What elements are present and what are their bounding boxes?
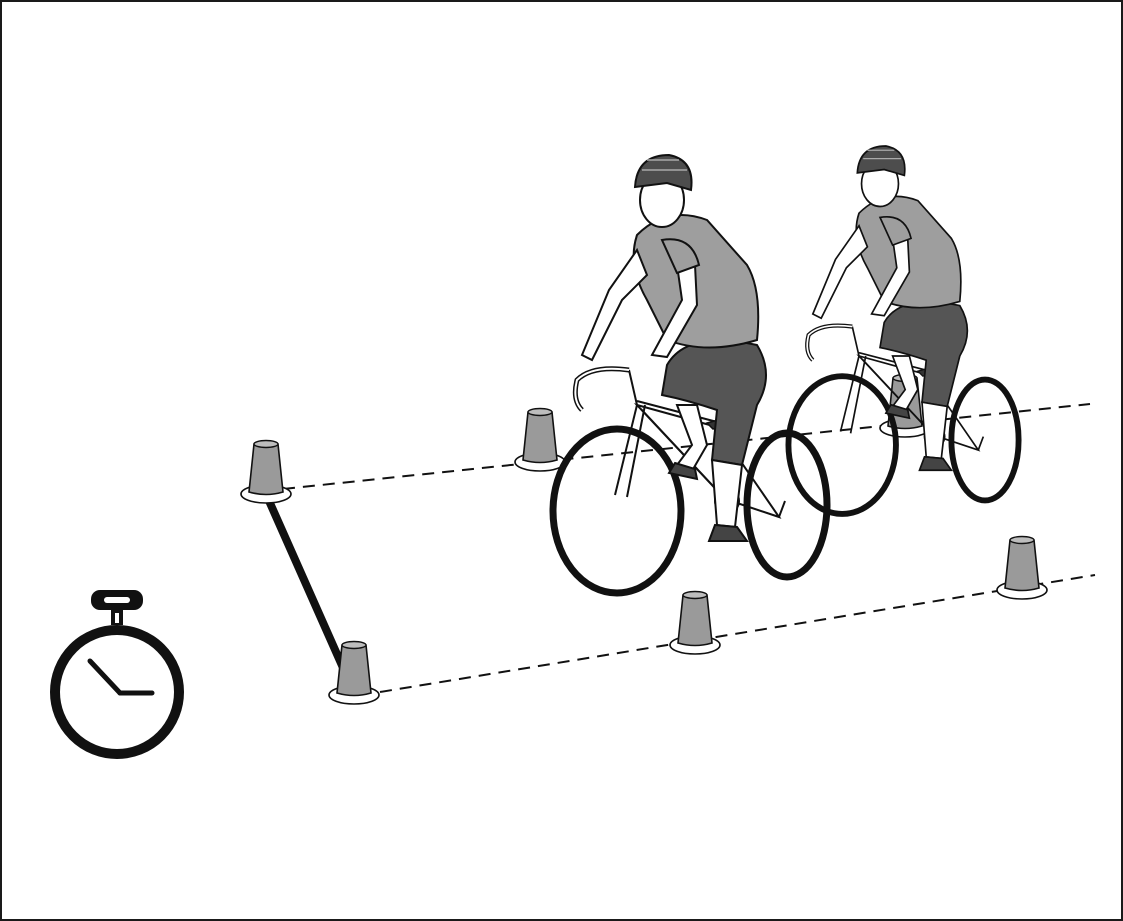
illustration-frame [0,0,1123,921]
cycling-drill-illustration [0,0,1123,921]
